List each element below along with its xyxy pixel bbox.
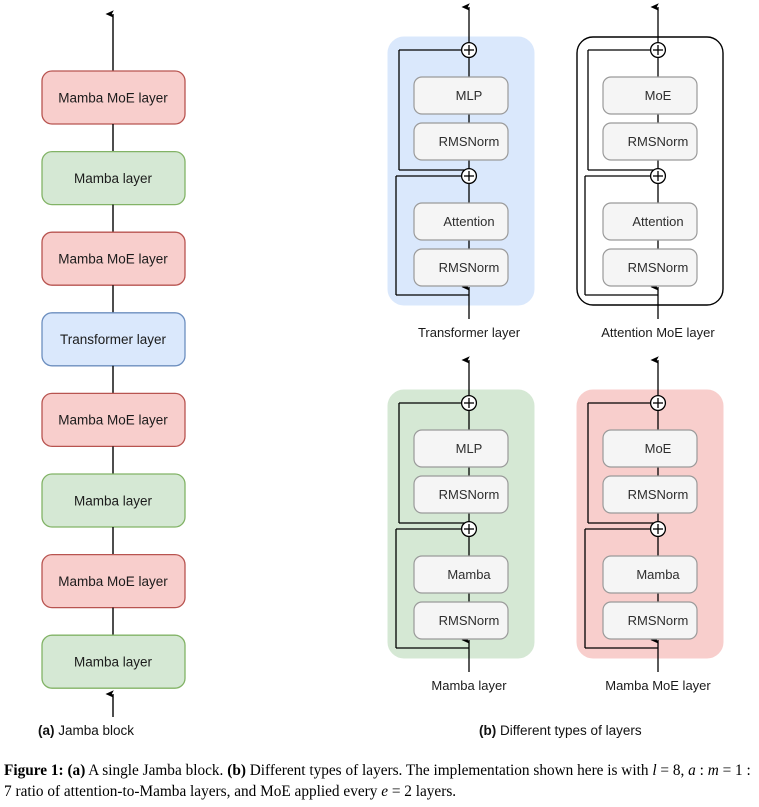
- caption-eq3: = 2 layers.: [388, 783, 457, 800]
- block-bottom-norm-rmsnorm[interactable]: RMSNorm: [413, 248, 509, 287]
- block-top-norm-rmsnorm[interactable]: RMSNorm: [413, 475, 509, 514]
- inner-block-label: RMSNorm: [628, 260, 689, 275]
- layer-panel-caption: Mamba layer: [431, 678, 507, 693]
- caption-prefix: Figure 1:: [4, 762, 64, 779]
- block-top-norm-rmsnorm[interactable]: RMSNorm: [602, 122, 698, 161]
- inner-block-label: Mamba: [447, 567, 491, 582]
- layer-panel-caption: Mamba MoE layer: [605, 678, 711, 693]
- block-top-moe[interactable]: MoE: [602, 429, 698, 468]
- caption-eq2: = 1 : 7 ratio of attention-to-Mamba laye…: [4, 762, 751, 800]
- jamba-layer-label: Mamba layer: [74, 655, 153, 670]
- jamba-layer-mamba-moe-3[interactable]: Mamba MoE layer: [41, 231, 186, 286]
- caption-a-tag: (a): [67, 762, 86, 779]
- block-bottom-attention[interactable]: Attention: [602, 202, 698, 241]
- inner-block-label: MoE: [645, 441, 672, 456]
- jamba-layer-label: Mamba MoE layer: [58, 252, 168, 267]
- subcaption-a-tag: (a): [38, 723, 55, 738]
- jamba-layer-label: Mamba MoE layer: [58, 413, 168, 428]
- caption-b-tag: (b): [227, 762, 246, 779]
- jamba-layer-mamba-moe-7[interactable]: Mamba MoE layer: [41, 553, 186, 609]
- subcaption-b: (b) Different types of layers: [479, 723, 642, 738]
- inner-block-label: RMSNorm: [628, 134, 689, 149]
- inner-block-label: RMSNorm: [439, 487, 500, 502]
- block-top-mlp[interactable]: MLP: [413, 76, 509, 115]
- caption-colon1: :: [695, 762, 708, 779]
- jamba-layer-mamba-2[interactable]: Mamba layer: [41, 150, 186, 206]
- jamba-layer-mamba-moe-1[interactable]: Mamba MoE layer: [41, 70, 186, 125]
- jamba-layer-mamba-moe-5[interactable]: Mamba MoE layer: [41, 392, 186, 448]
- caption-math-m: m: [707, 762, 719, 779]
- inner-block-label: MoE: [645, 88, 672, 103]
- inner-block-label: MLP: [456, 88, 483, 103]
- figure-caption: Figure 1: (a) A single Jamba block. (b) …: [4, 760, 756, 802]
- inner-block-label: Attention: [632, 214, 683, 229]
- inner-block-label: RMSNorm: [439, 613, 500, 628]
- caption-math-e: e: [381, 783, 388, 800]
- jamba-layer-transformer-4[interactable]: Transformer layer: [41, 312, 186, 367]
- inner-block-label: MLP: [456, 441, 483, 456]
- jamba-layer-mamba-6[interactable]: Mamba layer: [41, 473, 186, 528]
- jamba-layer-mamba-8[interactable]: Mamba layer: [41, 634, 186, 689]
- block-bottom-mamba[interactable]: Mamba: [413, 555, 509, 594]
- subcaption-b-tag: (b): [479, 723, 497, 738]
- jamba-layer-label: Mamba MoE layer: [58, 90, 168, 105]
- block-bottom-norm-rmsnorm[interactable]: RMSNorm: [602, 601, 698, 640]
- jamba-layer-label: Mamba layer: [74, 171, 153, 186]
- subcaption-a: (a) Jamba block: [38, 723, 134, 738]
- caption-math-a: a: [688, 762, 696, 779]
- inner-block-label: RMSNorm: [628, 487, 689, 502]
- inner-block-label: RMSNorm: [439, 134, 500, 149]
- inner-block-label: Attention: [443, 214, 494, 229]
- block-top-norm-rmsnorm[interactable]: RMSNorm: [602, 475, 698, 514]
- block-bottom-attention[interactable]: Attention: [413, 202, 509, 241]
- subcaption-b-text: Different types of layers: [500, 723, 642, 738]
- block-bottom-mamba[interactable]: Mamba: [602, 555, 698, 594]
- inner-block-label: RMSNorm: [439, 260, 500, 275]
- block-top-mlp[interactable]: MLP: [413, 429, 509, 468]
- caption-b-text: Different types of layers. The implement…: [245, 762, 653, 779]
- caption-math-l: l: [652, 762, 657, 779]
- inner-block-label: Mamba: [636, 567, 680, 582]
- block-bottom-norm-rmsnorm[interactable]: RMSNorm: [602, 248, 698, 287]
- jamba-layer-label: Mamba layer: [74, 493, 153, 508]
- block-bottom-norm-rmsnorm[interactable]: RMSNorm: [413, 601, 509, 640]
- caption-a-text: A single Jamba block.: [85, 762, 228, 779]
- layer-panel-caption: Transformer layer: [418, 325, 521, 340]
- jamba-layer-label: Mamba MoE layer: [58, 574, 168, 589]
- layer-panel-caption: Attention MoE layer: [601, 325, 715, 340]
- inner-block-label: RMSNorm: [628, 613, 689, 628]
- block-top-norm-rmsnorm[interactable]: RMSNorm: [413, 122, 509, 161]
- jamba-layer-label: Transformer layer: [60, 332, 167, 347]
- subcaption-a-text: Jamba block: [58, 723, 135, 738]
- block-top-moe[interactable]: MoE: [602, 76, 698, 115]
- caption-eq1: = 8,: [656, 762, 689, 779]
